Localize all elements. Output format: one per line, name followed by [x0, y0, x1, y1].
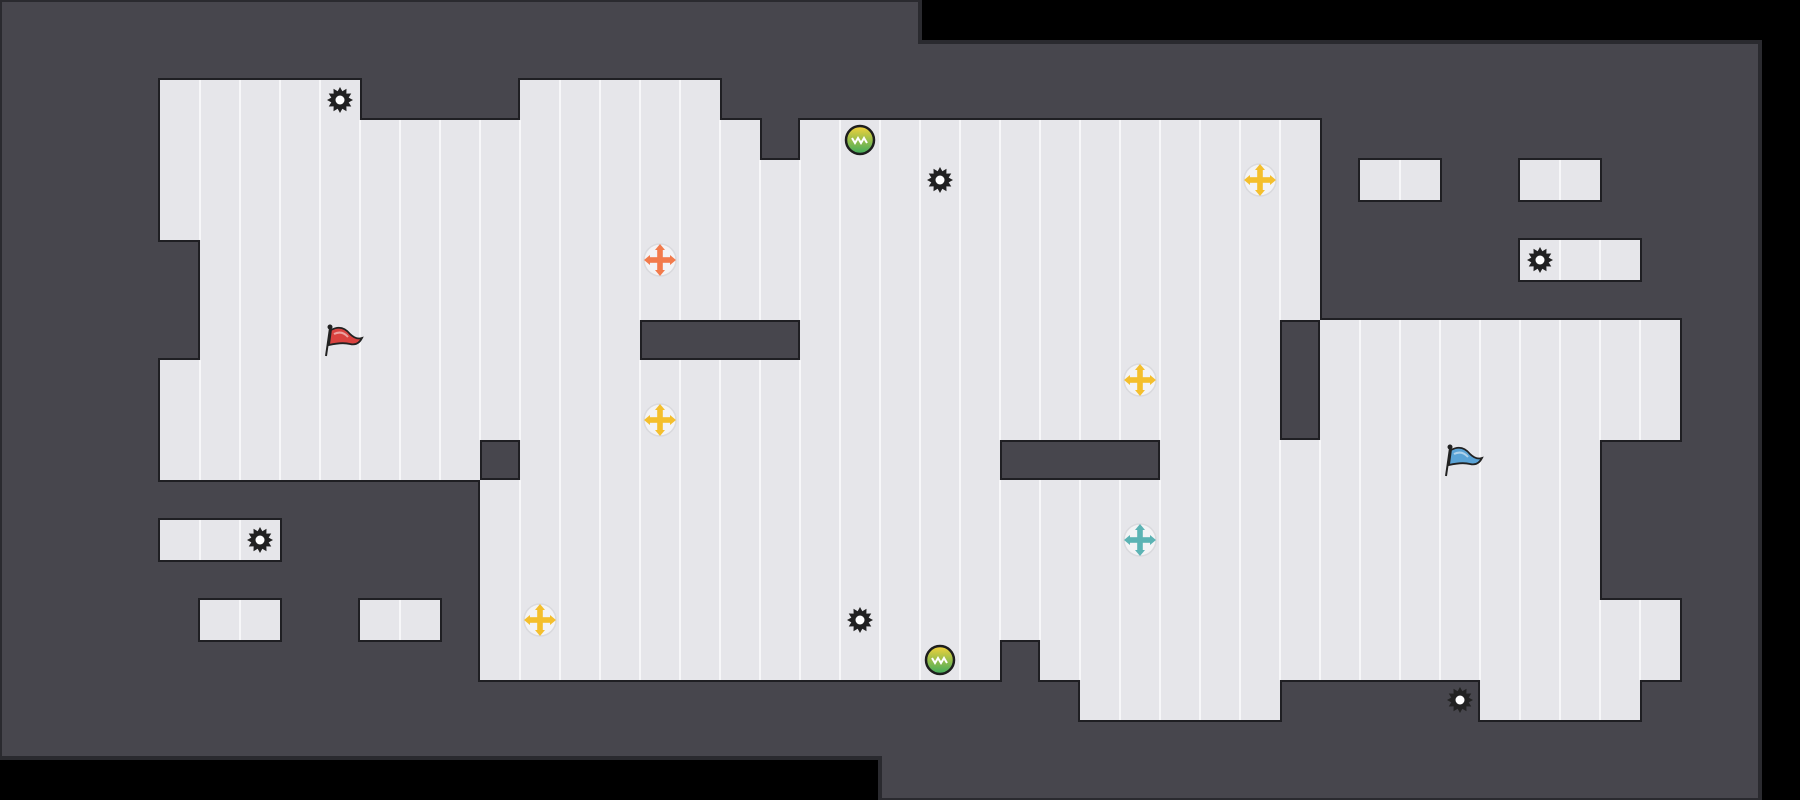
floor-tile[interactable] [160, 200, 1320, 240]
boost-pad-icon[interactable] [643, 403, 677, 437]
spike-bomb-icon[interactable] [927, 167, 953, 193]
spike-bomb-icon[interactable] [1527, 247, 1553, 273]
boost-pad-icon[interactable] [1243, 163, 1277, 197]
floor-tile[interactable] [800, 120, 1320, 160]
spike-bomb-icon[interactable] [1447, 687, 1473, 713]
red-flag-icon[interactable] [325, 324, 364, 357]
floor-tile[interactable] [520, 80, 720, 120]
floor-tile[interactable] [160, 120, 760, 160]
floor-tile[interactable] [160, 80, 360, 120]
floor-tile[interactable] [1080, 680, 1280, 720]
spike-bomb-icon[interactable] [847, 607, 873, 633]
floor-tile[interactable] [480, 640, 1000, 680]
floor-tile[interactable] [1160, 440, 1600, 480]
spike-bomb-icon[interactable] [247, 527, 273, 553]
floor-tile[interactable] [160, 160, 1320, 200]
grid-layer [199, 80, 1641, 720]
boost-pad-icon[interactable] [1123, 363, 1157, 397]
portal-icon[interactable] [924, 644, 956, 676]
boost-pad-icon[interactable] [523, 603, 557, 637]
blue-flag-icon[interactable] [1445, 444, 1484, 477]
floor-tile[interactable] [1320, 360, 1680, 400]
spike-bomb-icon[interactable] [327, 87, 353, 113]
portal-icon[interactable] [844, 124, 876, 156]
floor-tile[interactable] [1320, 400, 1680, 440]
floor-tile[interactable] [200, 320, 640, 360]
boost-pad-icon[interactable] [643, 243, 677, 277]
boost-pad-icon[interactable] [1123, 523, 1157, 557]
floor-tile[interactable] [1320, 320, 1680, 360]
items-layer[interactable] [247, 87, 1553, 713]
